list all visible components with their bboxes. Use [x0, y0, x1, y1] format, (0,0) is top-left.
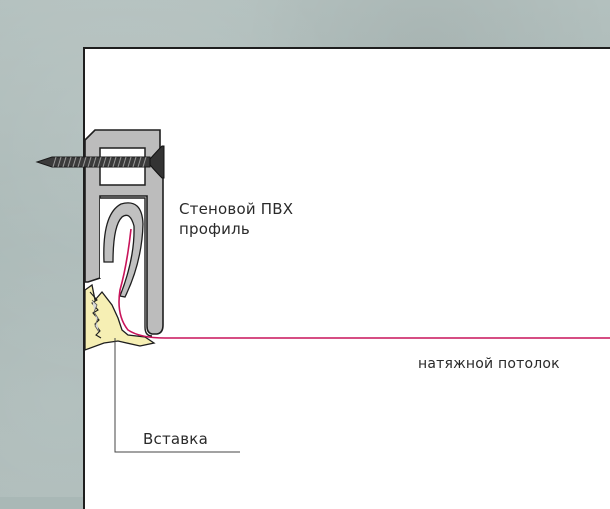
wall-pvc-profile — [84, 129, 164, 337]
stretch-ceiling-membrane — [118, 228, 610, 339]
profile-diagram — [35, 129, 610, 453]
insert-label: Вставка — [143, 430, 208, 448]
insert-leader-line — [114, 338, 240, 453]
wall-profile-label-line1: Стеновой ПВХ — [179, 200, 294, 218]
wall-profile-label: Стеновой ПВХ профиль — [179, 199, 293, 239]
screw-icon — [35, 145, 165, 179]
wall-profile-label-line2: профиль — [179, 220, 250, 238]
ceiling-space — [83, 47, 610, 509]
insert-part — [84, 283, 156, 351]
stretch-ceiling-label: натяжной потолок — [418, 356, 560, 372]
